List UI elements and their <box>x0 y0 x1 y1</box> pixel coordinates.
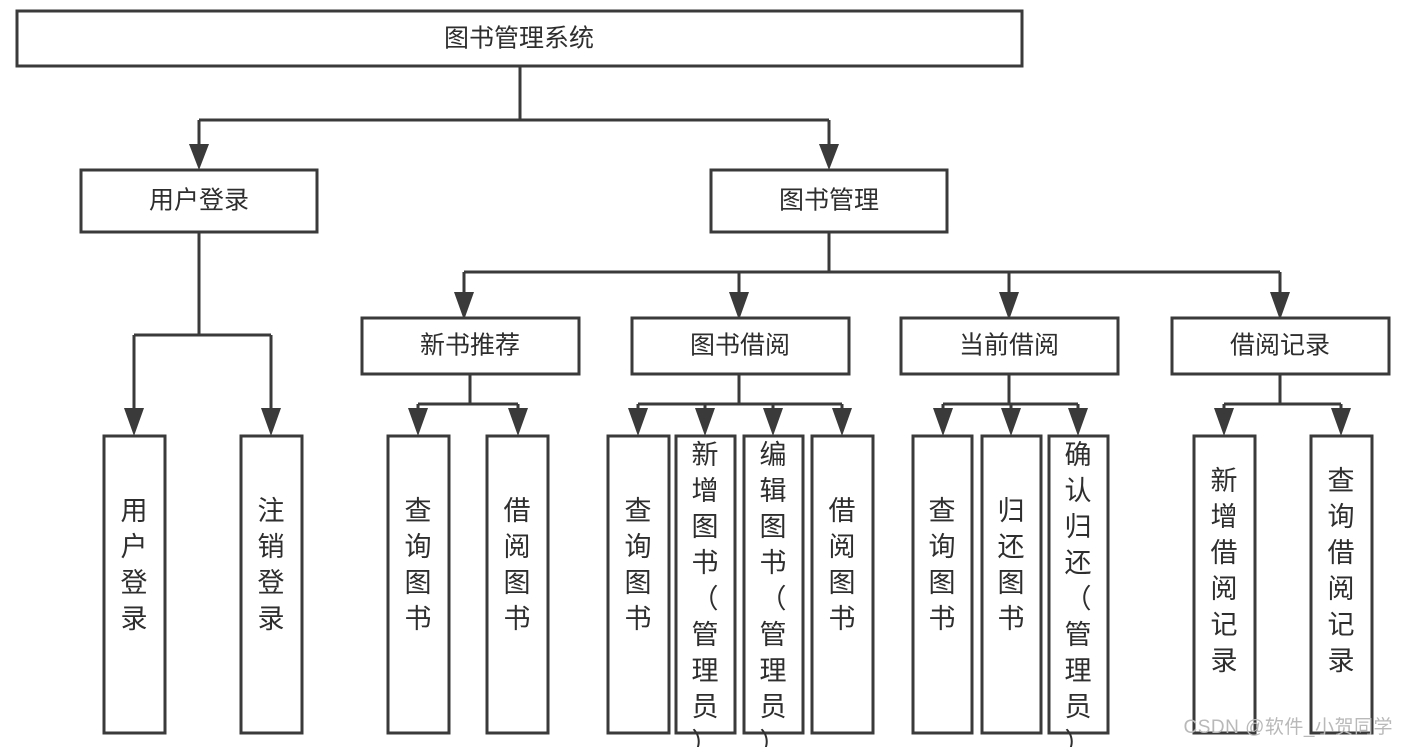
arrow-head-icon <box>124 408 144 436</box>
node-current-borrow-label: 当前借阅 <box>959 332 1059 360</box>
arrow-head-icon <box>1068 408 1088 436</box>
node-borrow-record[interactable]: 借阅记录 <box>1170 316 1391 376</box>
node-root-box[interactable] <box>15 9 1024 68</box>
arrow-head-icon <box>695 408 715 436</box>
connector-group-record <box>1214 374 1351 436</box>
node-book-borrow[interactable]: 图书借阅 <box>630 316 851 376</box>
leaf-label: 查询图书 <box>405 496 432 634</box>
node-user-login[interactable]: 用户登录 <box>79 168 319 234</box>
leaf-box[interactable] <box>239 434 304 735</box>
connector-group-newbook <box>408 374 528 436</box>
leaf-node[interactable]: 借阅图书 <box>485 434 550 735</box>
arrow-head-icon <box>729 292 749 320</box>
arrow-head-icon <box>999 292 1019 320</box>
leaf-label: 用户登录 <box>121 496 148 634</box>
leaf-box[interactable] <box>1047 434 1110 735</box>
node-book-management-box[interactable] <box>709 168 949 234</box>
leaf-box[interactable] <box>606 434 671 735</box>
connector-group-login <box>124 232 281 436</box>
connector-group-root <box>189 66 839 170</box>
arrow-head-icon <box>763 408 783 436</box>
arrow-head-icon <box>408 408 428 436</box>
leaf-label: 新增图书（管理员） <box>692 440 719 747</box>
leaf-box[interactable] <box>386 434 451 735</box>
leaf-node[interactable]: 用户登录 <box>102 434 167 735</box>
leaf-label: 借阅图书 <box>829 496 856 634</box>
leaf-node[interactable]: 查询借阅记录 <box>1309 434 1374 735</box>
node-new-book-recommend[interactable]: 新书推荐 <box>360 316 581 376</box>
arrow-head-icon <box>508 408 528 436</box>
leaf-label: 确认归还（管理员） <box>1065 440 1092 747</box>
arrow-head-icon <box>454 292 474 320</box>
leaf-box[interactable] <box>742 434 805 735</box>
leaf-box[interactable] <box>674 434 737 735</box>
node-current-borrow-box[interactable] <box>899 316 1120 376</box>
leaf-node[interactable]: 借阅图书 <box>810 434 875 735</box>
leaf-box[interactable] <box>810 434 875 735</box>
arrow-head-icon <box>261 408 281 436</box>
leaf-box[interactable] <box>911 434 974 735</box>
arrow-head-icon <box>832 408 852 436</box>
leaf-label: 借阅图书 <box>504 496 531 634</box>
leaf-box[interactable] <box>485 434 550 735</box>
node-root-label: 图书管理系统 <box>444 25 594 53</box>
node-new-book-recommend-label: 新书推荐 <box>420 332 520 360</box>
leaf-node[interactable]: 确认归还（管理员） <box>1047 434 1110 747</box>
leaf-label: 注销登录 <box>258 496 285 634</box>
node-book-borrow-label: 图书借阅 <box>690 332 790 360</box>
arrow-head-icon <box>933 408 953 436</box>
leaf-label: 编辑图书（管理员） <box>760 440 787 747</box>
leaf-node[interactable]: 注销登录 <box>239 434 304 735</box>
leaf-box[interactable] <box>1192 434 1257 735</box>
leaf-label: 查询图书 <box>625 496 652 634</box>
leaf-node[interactable]: 新增图书（管理员） <box>674 434 737 747</box>
leaf-label: 查询借阅记录 <box>1328 466 1355 676</box>
leaf-box[interactable] <box>1309 434 1374 735</box>
connector-group-current <box>933 374 1088 436</box>
node-user-login-label: 用户登录 <box>149 187 249 215</box>
leaf-node[interactable]: 新增借阅记录 <box>1192 434 1257 735</box>
node-book-borrow-box[interactable] <box>630 316 851 376</box>
leaf-node[interactable]: 归还图书 <box>980 434 1043 735</box>
leaf-node[interactable]: 编辑图书（管理员） <box>742 434 805 747</box>
leaf-node[interactable]: 查询图书 <box>386 434 451 735</box>
node-book-management[interactable]: 图书管理 <box>709 168 949 234</box>
arrow-head-icon <box>1214 408 1234 436</box>
arrow-head-icon <box>1331 408 1351 436</box>
arrow-head-icon <box>819 144 839 170</box>
node-new-book-recommend-box[interactable] <box>360 316 581 376</box>
leaf-node[interactable]: 查询图书 <box>606 434 671 735</box>
node-root[interactable]: 图书管理系统 <box>15 9 1024 68</box>
leaf-label: 归还图书 <box>998 496 1025 634</box>
connector-group-borrow <box>628 374 852 436</box>
connector-group-bookmgmt <box>454 232 1290 320</box>
node-book-management-label: 图书管理 <box>779 187 879 215</box>
node-current-borrow[interactable]: 当前借阅 <box>899 316 1120 376</box>
arrow-head-icon <box>1270 292 1290 320</box>
arrow-head-icon <box>628 408 648 436</box>
arrow-head-icon <box>1001 408 1021 436</box>
node-borrow-record-label: 借阅记录 <box>1230 332 1330 360</box>
leaf-box[interactable] <box>102 434 167 735</box>
leaf-node[interactable]: 查询图书 <box>911 434 974 735</box>
leaf-label: 查询图书 <box>929 496 956 634</box>
leaf-label: 新增借阅记录 <box>1211 466 1238 676</box>
node-borrow-record-box[interactable] <box>1170 316 1391 376</box>
leaf-box[interactable] <box>980 434 1043 735</box>
arrow-head-icon <box>189 144 209 170</box>
node-user-login-box[interactable] <box>79 168 319 234</box>
